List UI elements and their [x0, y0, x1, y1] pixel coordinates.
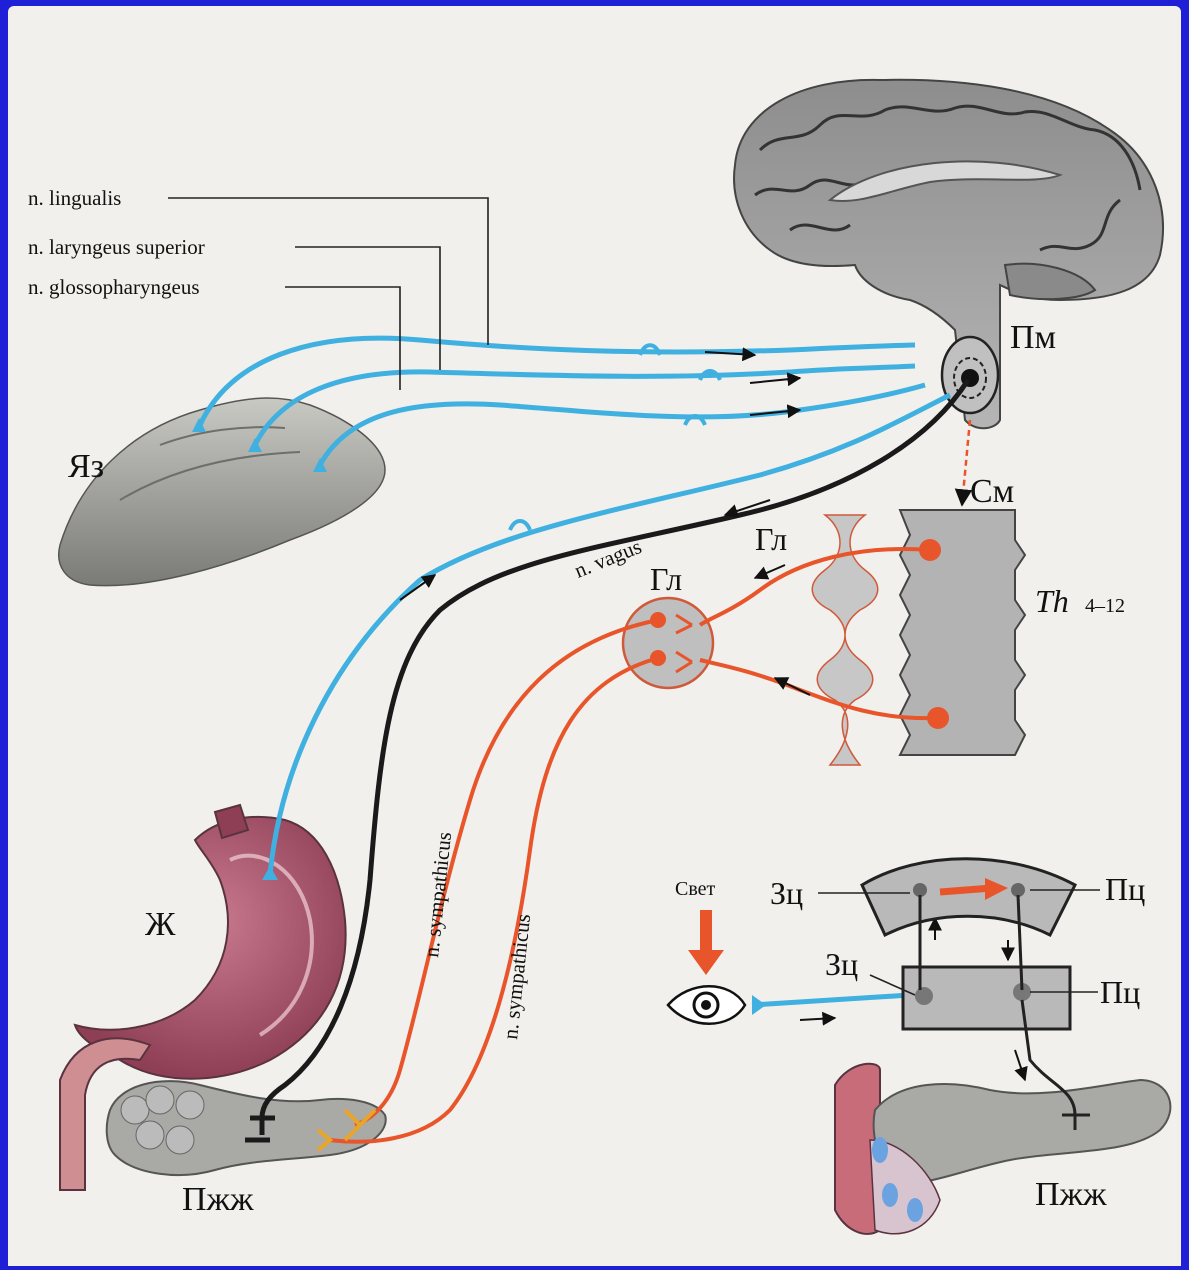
brain-illustration [734, 80, 1163, 429]
label-leader-lines [168, 198, 488, 390]
label-thoracic: Th [1035, 583, 1069, 619]
optic-afferent [752, 995, 910, 1005]
label-spinal-cord: См [970, 473, 1014, 510]
label-n-laryngeus-superior: n. laryngeus superior [28, 235, 205, 259]
label-subcortex-secretory: Пц [1100, 974, 1140, 1010]
medulla-to-spinal-dashed [962, 420, 970, 505]
label-n-lingualis: n. lingualis [28, 186, 121, 210]
label-subcortex-sensory: Зц [825, 946, 858, 982]
tongue-illustration [59, 398, 385, 586]
label-ganglion: Гл [650, 561, 682, 597]
label-pancreas-left: Пжж [182, 1181, 254, 1218]
label-thoracic-range: 4–12 [1085, 595, 1125, 617]
optic-ending [752, 995, 766, 1015]
spinal-neuron-lower [927, 707, 949, 729]
label-cortex-sensory: Зц [770, 875, 803, 911]
label-n-vagus: n. vagus [571, 534, 645, 582]
light-arrow [688, 910, 724, 975]
ganglion-illustration [623, 598, 713, 688]
label-stomach: Ж [145, 906, 176, 943]
pancreas-left-illustration [107, 1081, 386, 1175]
label-light: Свет [675, 878, 716, 900]
label-medulla: Пм [1010, 319, 1056, 356]
spinal-neuron-upper [919, 539, 941, 561]
subcortex-box [903, 967, 1070, 1029]
label-n-glossopharyngeus: n. glossopharyngeus [28, 275, 200, 299]
eye-illustration [668, 986, 745, 1024]
label-tongue: Яз [68, 448, 104, 485]
label-n-sympathicus-2: n. sympathicus [498, 913, 535, 1041]
label-n-sympathicus-1: n. sympathicus [419, 831, 456, 959]
cortex-arc [862, 859, 1075, 935]
pancreas-right-illustration [835, 1064, 1170, 1234]
label-cortex-secretory: Пц [1105, 871, 1145, 907]
label-ganglion-chain: Гл [755, 521, 787, 557]
label-pancreas-right: Пжж [1035, 1176, 1107, 1213]
